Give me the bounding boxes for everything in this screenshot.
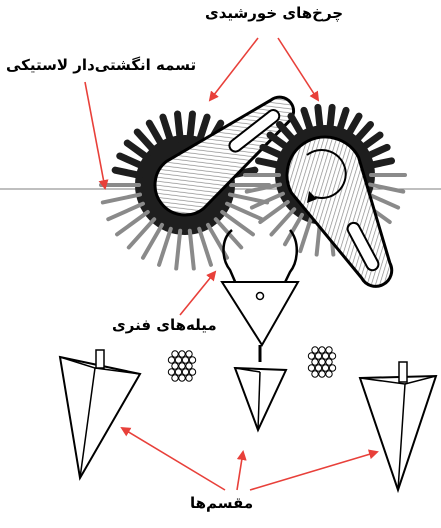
finger-tooth [318, 107, 320, 129]
arrow-star-wheel-right [278, 38, 318, 100]
rod-cross-section [315, 353, 321, 359]
rod-cross-section [319, 359, 325, 365]
finger-tooth [279, 124, 294, 140]
rod-cross-section [189, 369, 195, 375]
rod-cross-section [168, 369, 174, 375]
finger-tooth [304, 110, 311, 131]
finger-tooth [159, 229, 171, 265]
rod-cross-section [189, 357, 195, 363]
rod-cross-section [168, 357, 174, 363]
rod-cross-section [312, 371, 318, 377]
rod-cross-section [329, 353, 335, 359]
rod-cross-section [179, 363, 185, 369]
finger-tooth [291, 116, 302, 135]
rod-cross-section [172, 363, 178, 369]
finger-tooth [258, 161, 280, 166]
rod-cross-section [172, 375, 178, 381]
rod-cross-section [186, 363, 192, 369]
label-spring-rods: میله‌های فنری [112, 318, 217, 333]
arrow-spring-rods [180, 272, 215, 315]
arrow-divider-left [122, 428, 225, 490]
finger-tooth [190, 114, 193, 139]
finger-tooth [339, 110, 346, 131]
rod-cross-section [179, 351, 185, 357]
rod-cross-section [326, 359, 332, 365]
finger-tooth [330, 107, 332, 129]
rod-cross-section [315, 365, 321, 371]
finger-tooth [103, 195, 140, 203]
label-dividers: مقسم‌ها [190, 496, 253, 511]
label-star-wheels: چرخ‌های خورشیدی [205, 6, 343, 21]
rod-cross-section [322, 365, 328, 371]
finger-tooth [176, 231, 180, 269]
rod-cross-section [322, 353, 328, 359]
rod-cross-section [186, 375, 192, 381]
rod-cross-section [308, 353, 314, 359]
label-rubber-finger-belt: تسمه انگشتی‌دار لاستیکی [6, 58, 196, 73]
arrow-divider-center [237, 452, 243, 490]
arrow-belt [85, 82, 105, 188]
divider-right [360, 362, 436, 490]
finger-tooth [370, 185, 403, 192]
right-rod-bundle [308, 347, 335, 377]
finger-tooth [370, 161, 392, 166]
rod-cross-section [319, 347, 325, 353]
finger-tooth [149, 123, 162, 145]
rod-cross-section [319, 371, 325, 377]
finger-tooth [348, 116, 359, 135]
right-star-wheel [245, 107, 417, 302]
finger-tooth [120, 156, 143, 166]
rod-cross-section [182, 369, 188, 375]
rod-cross-section [312, 359, 318, 365]
finger-tooth [115, 170, 140, 175]
rod-cross-section [326, 347, 332, 353]
finger-tooth [178, 114, 181, 139]
rod-cross-section [179, 375, 185, 381]
arrow-star-wheel-left [210, 38, 258, 100]
finger-tooth [356, 124, 371, 140]
divider-left [60, 350, 140, 478]
arrow-divider-right [250, 452, 377, 490]
finger-tooth [300, 219, 311, 251]
divider-center [235, 368, 286, 430]
finger-tooth [362, 135, 380, 148]
finger-tooth [367, 147, 387, 156]
rod-cross-section [308, 365, 314, 371]
rod-cross-section [312, 347, 318, 353]
finger-tooth [199, 229, 211, 265]
center-assembly [222, 230, 298, 362]
rod-cross-section [175, 357, 181, 363]
rod-cross-section [182, 357, 188, 363]
rod-cross-section [326, 371, 332, 377]
rod-cross-section [172, 351, 178, 357]
left-rod-bundle [168, 351, 195, 381]
rod-cross-section [329, 365, 335, 371]
rod-cross-section [186, 351, 192, 357]
rod-cross-section [175, 369, 181, 375]
finger-tooth [163, 117, 171, 141]
finger-tooth [190, 231, 194, 269]
